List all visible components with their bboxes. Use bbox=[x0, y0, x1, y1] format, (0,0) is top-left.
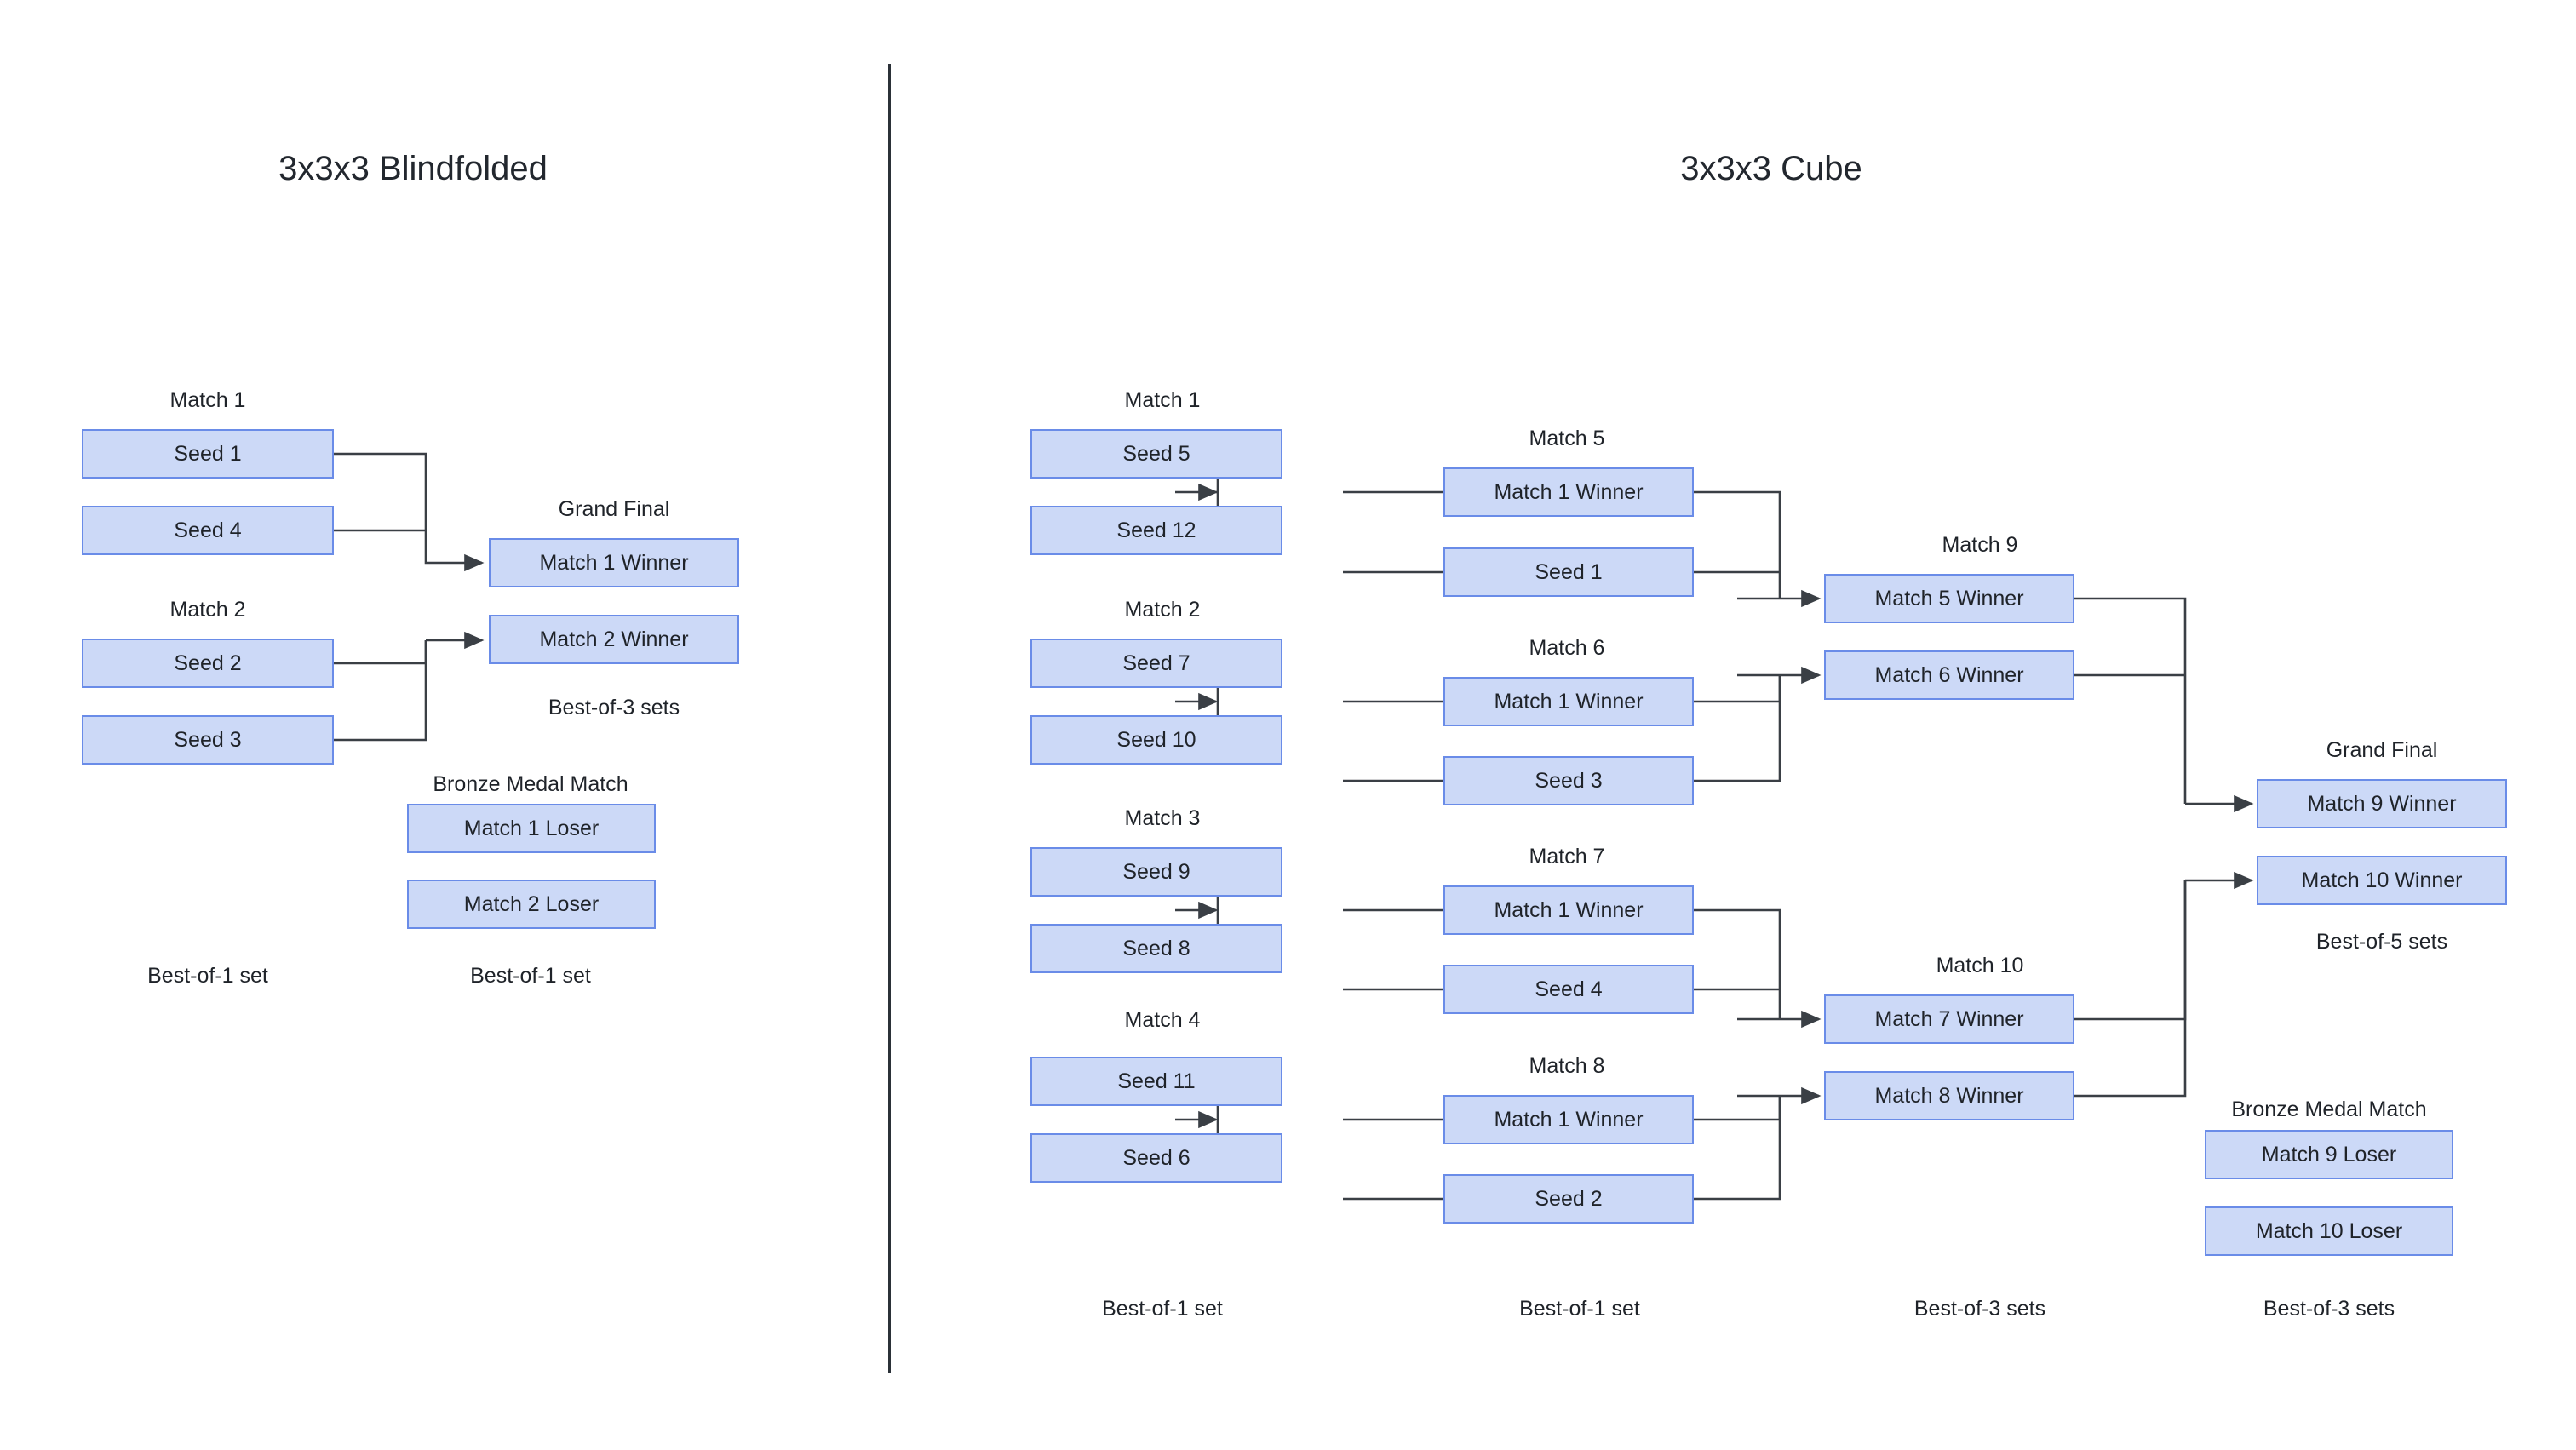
right-slot-match-7-upper[interactable]: Match 1 Winner bbox=[1443, 885, 1694, 935]
right-slot-match-9-loser[interactable]: Match 9 Loser bbox=[2205, 1130, 2453, 1179]
right-slot-match-9-winner[interactable]: Match 9 Winner bbox=[2257, 779, 2507, 828]
right-round-label-match-6: Match 6 bbox=[1529, 636, 1605, 660]
left-slot-match-2-loser[interactable]: Match 2 Loser bbox=[407, 880, 656, 929]
right-slot-seed-5[interactable]: Seed 5 bbox=[1030, 429, 1282, 479]
left-slot-seed-2[interactable]: Seed 2 bbox=[82, 639, 334, 688]
right-slot-match-8-upper[interactable]: Match 1 Winner bbox=[1443, 1095, 1694, 1144]
right-slot-match-9-lower[interactable]: Match 6 Winner bbox=[1824, 650, 2074, 700]
right-round-label-match-7: Match 7 bbox=[1529, 845, 1605, 868]
right-slot-match-7-lower[interactable]: Seed 4 bbox=[1443, 965, 1694, 1014]
left-slot-seed-1[interactable]: Seed 1 bbox=[82, 429, 334, 479]
left-footer-bronze: Best-of-1 set bbox=[470, 964, 591, 988]
right-round-label-match-3: Match 3 bbox=[1124, 806, 1201, 830]
right-footer-bronze: Best-of-3 sets bbox=[2263, 1297, 2395, 1321]
left-round-label-match-2: Match 2 bbox=[169, 598, 246, 622]
left-slot-seed-3[interactable]: Seed 3 bbox=[82, 715, 334, 765]
right-round-label-grand-final: Grand Final bbox=[2326, 738, 2438, 762]
left-slot-match-2-winner[interactable]: Match 2 Winner bbox=[489, 615, 739, 664]
left-footer-grand-final: Best-of-3 sets bbox=[548, 696, 680, 719]
right-slot-seed-12[interactable]: Seed 12 bbox=[1030, 506, 1282, 555]
right-slot-match-5-upper[interactable]: Match 1 Winner bbox=[1443, 467, 1694, 517]
left-slot-match-1-loser[interactable]: Match 1 Loser bbox=[407, 804, 656, 853]
right-slot-match-9-upper[interactable]: Match 5 Winner bbox=[1824, 574, 2074, 623]
vertical-divider bbox=[888, 64, 891, 1373]
right-slot-match-10-upper[interactable]: Match 7 Winner bbox=[1824, 994, 2074, 1044]
right-slot-seed-9[interactable]: Seed 9 bbox=[1030, 847, 1282, 897]
right-slot-match-10-loser[interactable]: Match 10 Loser bbox=[2205, 1206, 2453, 1256]
left-slot-seed-4[interactable]: Seed 4 bbox=[82, 506, 334, 555]
right-footer-round-1: Best-of-1 set bbox=[1102, 1297, 1223, 1321]
left-footer-round-1: Best-of-1 set bbox=[147, 964, 268, 988]
right-round-label-match-1: Match 1 bbox=[1124, 388, 1201, 412]
right-round-label-match-10: Match 10 bbox=[1936, 954, 2024, 977]
right-slot-match-6-lower[interactable]: Seed 3 bbox=[1443, 756, 1694, 805]
right-slot-seed-8[interactable]: Seed 8 bbox=[1030, 924, 1282, 973]
right-slot-seed-7[interactable]: Seed 7 bbox=[1030, 639, 1282, 688]
left-bracket-title: 3x3x3 Blindfolded bbox=[278, 150, 548, 187]
right-slot-match-5-lower[interactable]: Seed 1 bbox=[1443, 547, 1694, 597]
right-round-label-match-2: Match 2 bbox=[1124, 598, 1201, 622]
right-footer-round-3: Best-of-3 sets bbox=[1913, 1297, 2046, 1321]
right-round-label-match-5: Match 5 bbox=[1529, 427, 1605, 450]
right-slot-match-8-lower[interactable]: Seed 2 bbox=[1443, 1174, 1694, 1224]
right-round-label-match-4: Match 4 bbox=[1124, 1008, 1201, 1032]
right-round-label-bronze-medal-match: Bronze Medal Match bbox=[2231, 1098, 2427, 1121]
right-round-label-match-8: Match 8 bbox=[1529, 1054, 1605, 1078]
right-slot-match-10-lower[interactable]: Match 8 Winner bbox=[1824, 1071, 2074, 1120]
right-round-label-match-9: Match 9 bbox=[1942, 533, 2018, 557]
right-footer-grand-final: Best-of-5 sets bbox=[2315, 930, 2448, 954]
left-round-label-grand-final: Grand Final bbox=[558, 497, 670, 521]
right-slot-seed-10[interactable]: Seed 10 bbox=[1030, 715, 1282, 765]
right-bracket-title: 3x3x3 Cube bbox=[1680, 150, 1862, 187]
right-slot-match-6-upper[interactable]: Match 1 Winner bbox=[1443, 677, 1694, 726]
left-round-label-match-1: Match 1 bbox=[169, 388, 246, 412]
right-footer-round-2: Best-of-1 set bbox=[1519, 1297, 1640, 1321]
left-round-label-bronze-medal-match: Bronze Medal Match bbox=[433, 772, 628, 796]
right-slot-match-10-winner[interactable]: Match 10 Winner bbox=[2257, 856, 2507, 905]
right-slot-seed-11[interactable]: Seed 11 bbox=[1030, 1057, 1282, 1106]
left-slot-match-1-winner[interactable]: Match 1 Winner bbox=[489, 538, 739, 587]
right-slot-seed-6[interactable]: Seed 6 bbox=[1030, 1133, 1282, 1183]
